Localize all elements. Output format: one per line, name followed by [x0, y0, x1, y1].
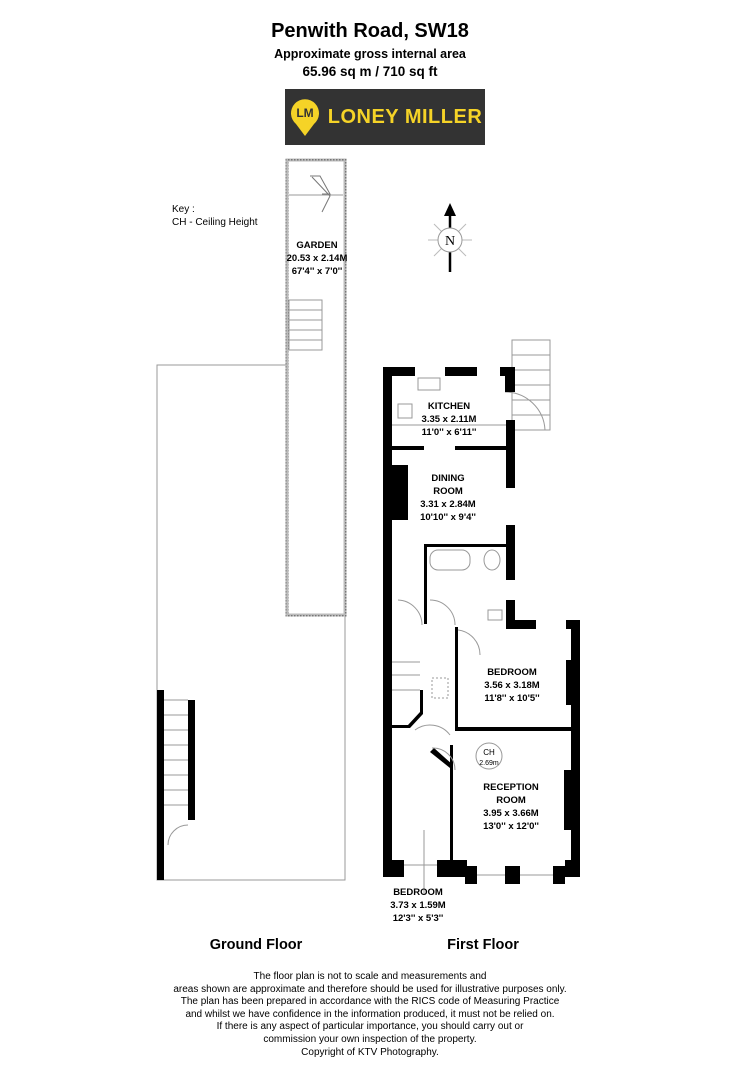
- dining-metric: 3.31 x 2.84M: [420, 499, 476, 510]
- bedroom2-imperial: 12'3'' x 5'3'': [393, 913, 444, 924]
- key: Key : CH - Ceiling Height: [172, 203, 258, 229]
- ground-floor-label: Ground Floor: [209, 937, 303, 953]
- bedroom2-metric: 3.73 x 1.59M: [390, 900, 446, 911]
- disclaimer: The floor plan is not to scale and measu…: [173, 971, 566, 1059]
- garden-imperial: 67'4'' x 7'0'': [292, 266, 343, 277]
- kitchen-imperial: 11'0'' x 6'11'': [422, 427, 477, 438]
- ch-value: 2.69m: [479, 760, 499, 767]
- logo-text: LONEY MILLER: [327, 105, 483, 128]
- area-label: Approximate gross internal area: [274, 47, 466, 61]
- map-pin-icon: LM: [290, 99, 319, 136]
- garden-steps: [288, 299, 323, 351]
- reception-imperial: 13'0'' x 12'0'': [483, 821, 539, 832]
- kitchen-name: KITCHEN: [428, 401, 470, 412]
- copyright: Copyright of KTV Photography.: [301, 1046, 439, 1058]
- key-title: Key :: [172, 204, 195, 215]
- disclaimer-line: and whilst we have confidence in the inf…: [185, 1008, 555, 1020]
- disclaimer-line: If there is any aspect of particular imp…: [216, 1021, 524, 1033]
- first-floor-plan: CH 2.69m KITCHEN 3.35 x 2.11M 11'0'' x 6…: [383, 339, 580, 924]
- area-value: 65.96 sq m / 710 sq ft: [302, 64, 438, 79]
- reception-metric: 3.95 x 3.66M: [483, 808, 539, 819]
- disclaimer-line: The plan has been prepared in accordance…: [180, 996, 560, 1008]
- loney-miller-logo: LM LONEY MILLER: [285, 89, 485, 145]
- bedroom1-metric: 3.56 x 3.18M: [484, 680, 540, 691]
- dining-imperial: 10'10'' x 9'4'': [420, 512, 476, 523]
- garden-name: GARDEN: [296, 240, 337, 251]
- reception-name-2: ROOM: [496, 795, 526, 806]
- logo-monogram: LM: [296, 106, 313, 120]
- key-entry: CH - Ceiling Height: [172, 217, 258, 228]
- disclaimer-line: commission your own inspection of the pr…: [263, 1033, 477, 1045]
- ch-label: CH: [483, 748, 495, 757]
- compass-north-icon: N: [428, 203, 472, 272]
- dining-name-2: ROOM: [433, 486, 463, 497]
- bedroom1-imperial: 11'8'' x 10'5'': [484, 693, 539, 704]
- first-floor-label: First Floor: [447, 937, 519, 953]
- disclaimer-line: areas shown are approximate and therefor…: [173, 983, 567, 995]
- reception-name-1: RECEPTION: [483, 782, 539, 793]
- ceiling-height-marker: CH 2.69m: [475, 742, 503, 770]
- bedroom2-name: BEDROOM: [393, 887, 443, 898]
- compass-letter: N: [445, 234, 455, 249]
- bedroom1-name: BEDROOM: [487, 667, 537, 678]
- dining-name-1: DINING: [431, 473, 464, 484]
- disclaimer-line: The floor plan is not to scale and measu…: [253, 971, 487, 982]
- ground-floor-plan: GARDEN 20.53 x 2.14M 67'4'' x 7'0'': [156, 158, 348, 881]
- garden-metric: 20.53 x 2.14M: [287, 253, 348, 264]
- property-title: Penwith Road, SW18: [271, 20, 469, 42]
- kitchen-metric: 3.35 x 2.11M: [422, 414, 477, 425]
